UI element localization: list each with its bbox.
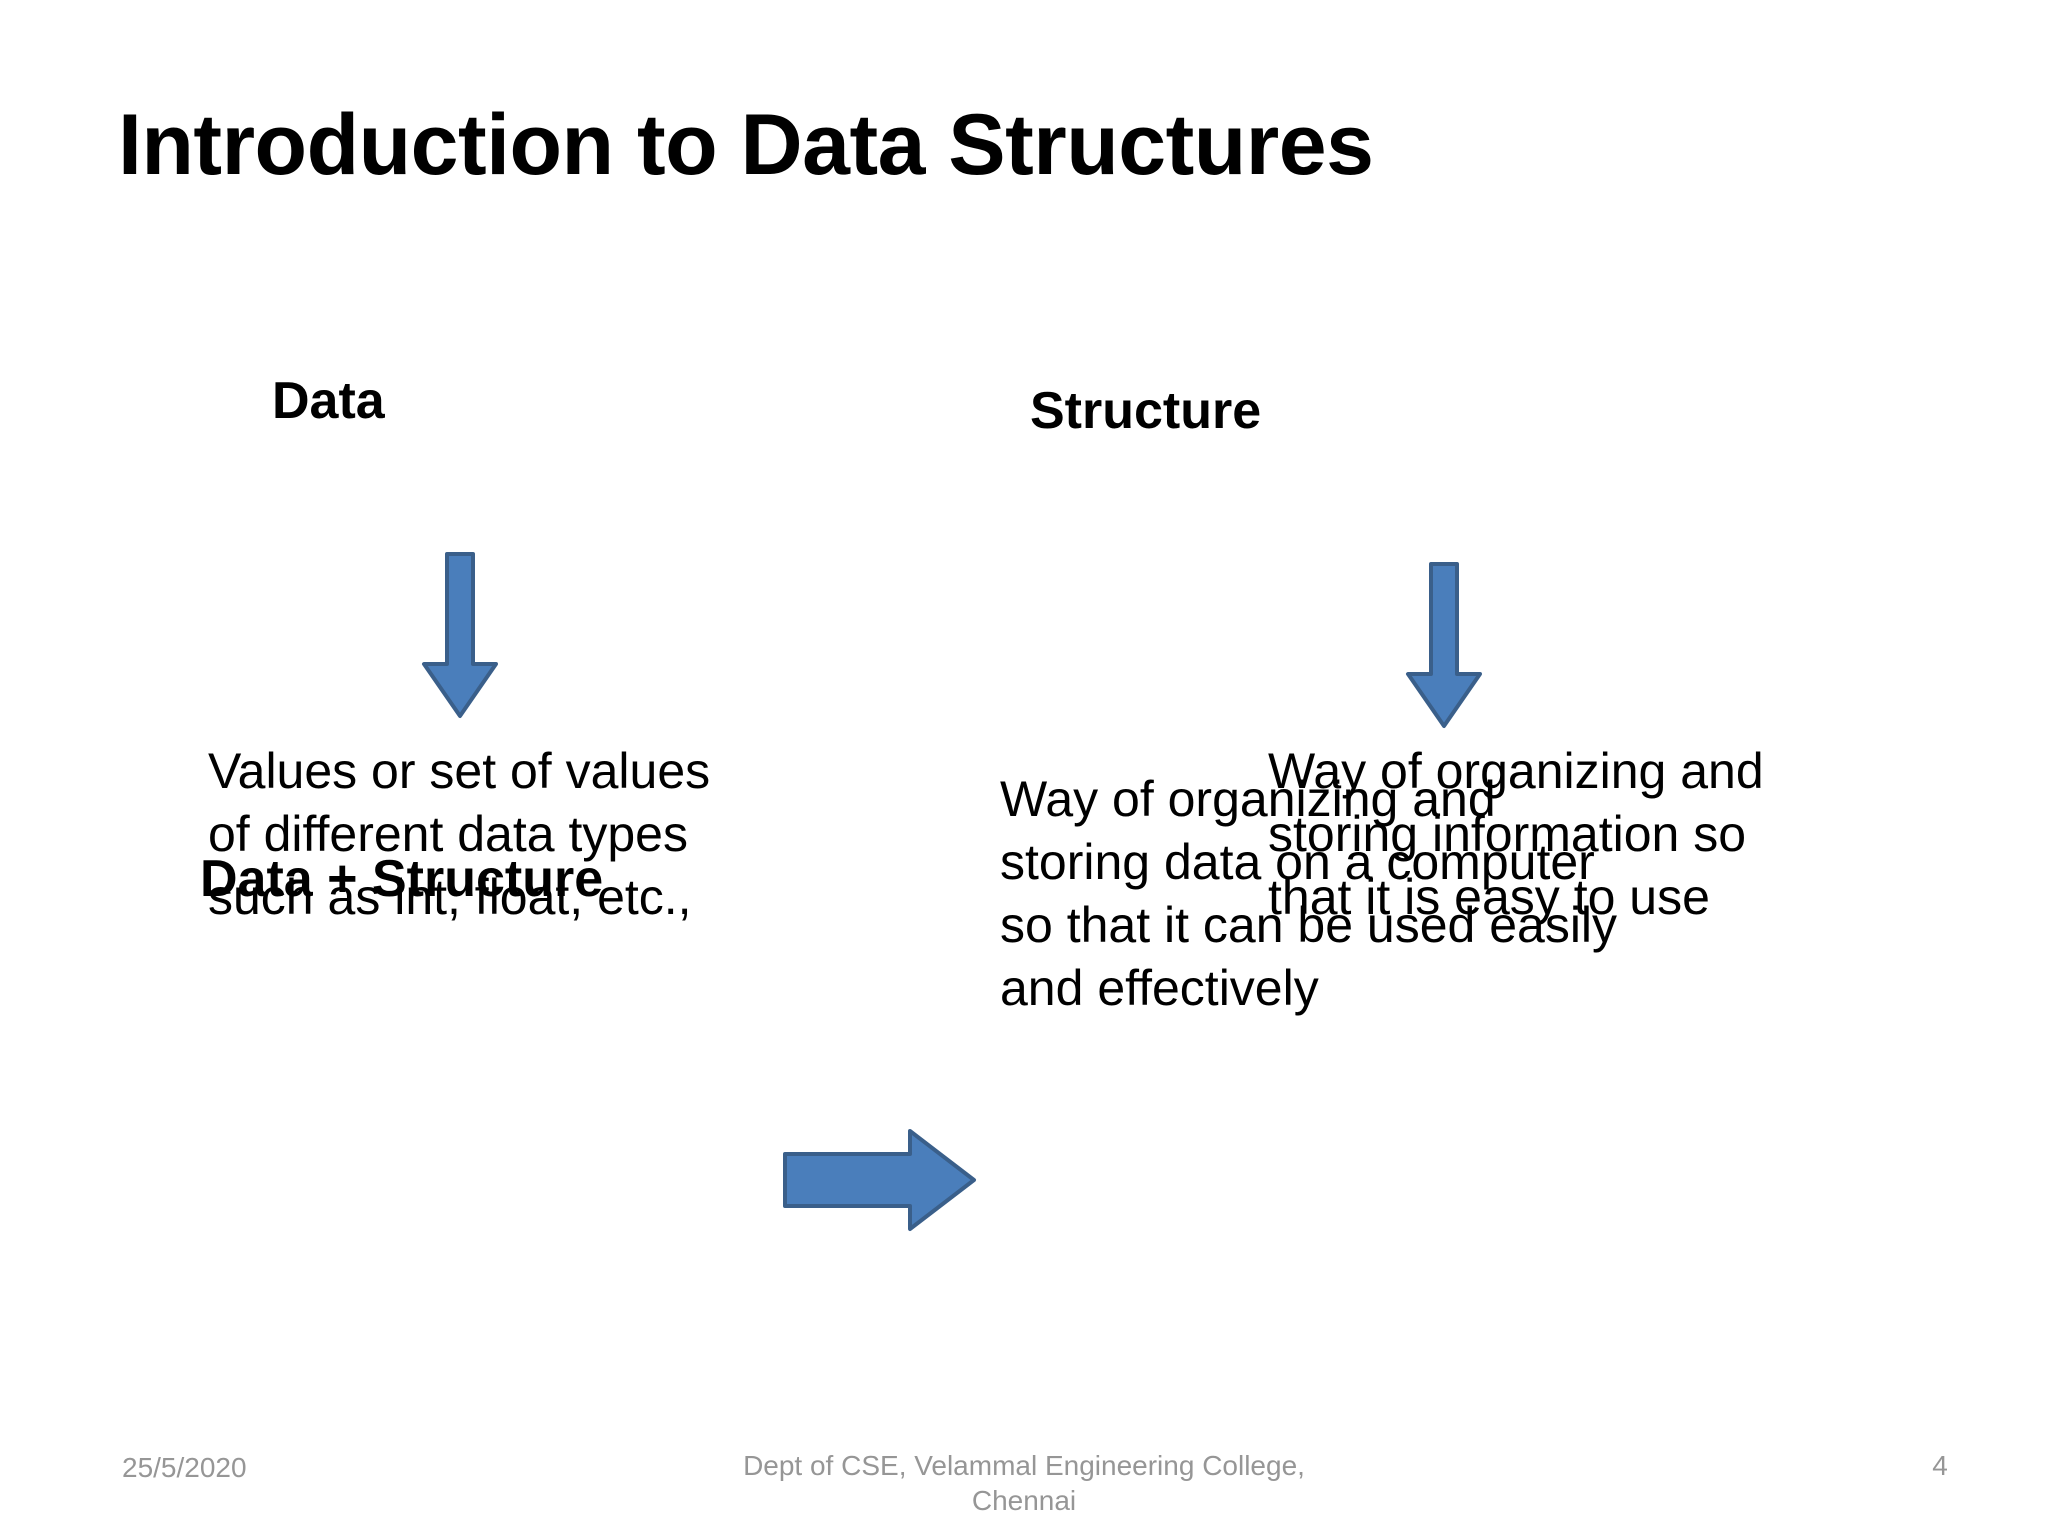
- description-line: so that it can be used easily: [1000, 897, 1618, 953]
- footer-organization-line: Dept of CSE, Velammal Engineering Colleg…: [743, 1450, 1305, 1481]
- description-line: that it is easy to use: [1268, 869, 1710, 925]
- description-line: storing data on a computer: [1000, 834, 1595, 890]
- heading-data-plus-structure: Data + Structure: [200, 850, 604, 908]
- description-line: Values or set of values: [208, 743, 711, 799]
- description-line: storing information so: [1268, 806, 1747, 862]
- heading-data: Data: [272, 372, 385, 430]
- footer-date: 25/5/2020: [122, 1452, 247, 1483]
- arrow-down-icon-structure: [1402, 562, 1486, 730]
- description-data: Values or set of values of different dat…: [208, 740, 710, 929]
- footer-page-number: 4: [1932, 1450, 1948, 1481]
- heading-structure: Structure: [1030, 382, 1262, 440]
- description-line: and effectively: [1000, 960, 1319, 1016]
- arrow-right-icon-data-structure: [782, 1128, 978, 1232]
- footer-organization: Dept of CSE, Velammal Engineering Colleg…: [614, 1448, 1434, 1518]
- description-line: such as int, float, etc.,: [208, 869, 692, 925]
- description-structure: Way of organizing and storing informatio…: [1268, 740, 1764, 929]
- arrow-down-icon-data: [418, 552, 502, 720]
- description-line: Way of organizing and: [1268, 743, 1764, 799]
- footer-organization-line: Chennai: [971, 1485, 1077, 1516]
- description-line: Way of organizing and: [1000, 771, 1496, 827]
- description-data-plus-structure: Way of organizing and storing data on a …: [1000, 768, 1617, 1020]
- page-title: Introduction to Data Structures: [118, 97, 1374, 193]
- description-line: of different data types: [208, 806, 688, 862]
